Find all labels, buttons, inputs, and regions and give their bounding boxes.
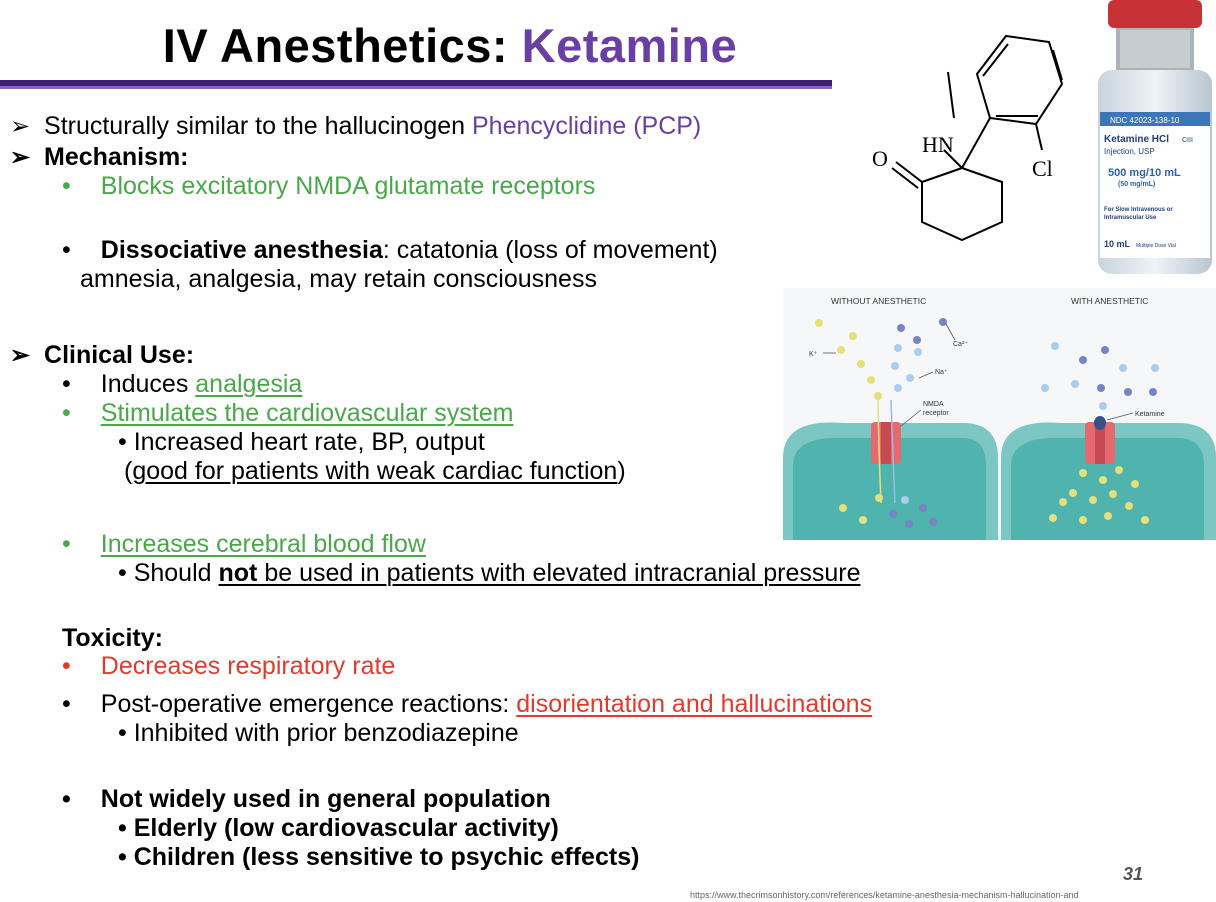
vial-dose: 500 mg/10 mL: [1108, 167, 1181, 179]
vial-concentration: (50 mg/mL): [1118, 181, 1155, 188]
k-ion-label: K⁺: [809, 351, 818, 358]
ketamine-structure-diagram: HN O Cl: [872, 34, 1064, 242]
should-not-subitem: • Should not be used in patients with el…: [118, 559, 861, 588]
vial-size: 10 mL: [1104, 239, 1131, 249]
title-accent: Ketamine: [521, 19, 738, 72]
arrow-bullet-icon: ➢: [10, 113, 31, 140]
toxicity-heading: Toxicity:: [62, 624, 163, 652]
vial-ndc: NDC 42023-138-10: [1110, 116, 1180, 125]
resp-text: Decreases respiratory rate: [100, 652, 396, 680]
clinical-label: Clinical Use:: [44, 341, 195, 369]
dissociative-bold: Dissociative anesthesia: [100, 236, 383, 264]
title-underline-bar: [0, 80, 832, 86]
vial-route1: For Slow Intravenous or: [1104, 207, 1173, 213]
mechanism-item-nmda: • Blocks excitatory NMDA glutamate recept…: [62, 172, 595, 201]
cerebral-item: • Increases cerebral blood flow: [62, 530, 426, 559]
hn-label: HN: [922, 132, 954, 157]
resp-item: • Decreases respiratory rate: [62, 652, 395, 681]
paren-close: ): [617, 457, 626, 485]
not-widely-text: Not widely used in general population: [100, 785, 551, 813]
ketamine-label: Ketamine: [1135, 411, 1165, 418]
arrow-bullet-icon: ➢: [10, 342, 31, 369]
left-neuron: [783, 422, 998, 540]
dissociative-line2: amnesia, analgesia, may retain conscious…: [80, 265, 597, 293]
dot-bullet-icon: •: [62, 399, 71, 427]
disorientation-link[interactable]: disorientation and hallucinations: [516, 690, 873, 718]
vial-injection: Injection, USP: [1104, 147, 1155, 156]
arrow-bullet-icon: ➢: [10, 144, 31, 171]
should-rest: be used in patients with elevated intrac…: [257, 559, 861, 587]
right-neuron: [1001, 416, 1216, 540]
vial-schedule: CIII: [1182, 137, 1193, 144]
nmda-label-line1: NMDA: [923, 401, 944, 408]
children-subitem: • Children (less sensitive to psychic ef…: [118, 843, 640, 871]
stimulates-link[interactable]: Stimulates the cardiovascular system: [100, 399, 514, 427]
cerebral-link[interactable]: Increases cerebral blood flow: [100, 530, 426, 558]
postop-text: Post-operative emergence reactions:: [100, 690, 517, 718]
dot-bullet-icon: •: [62, 785, 71, 813]
analgesia-link[interactable]: analgesia: [195, 370, 303, 398]
clinical-heading: ➢ Clinical Use:: [10, 341, 194, 370]
dot-bullet-icon: •: [62, 690, 71, 718]
mechanism-label: Mechanism:: [44, 143, 189, 171]
paren-open: (: [124, 457, 133, 485]
diagram-left-title: WITHOUT ANESTHETIC: [831, 296, 926, 306]
mechanism-heading: ➢ Mechanism:: [10, 143, 189, 172]
should-prefix: • Should: [118, 559, 219, 587]
nmda-text: Blocks excitatory NMDA glutamate recepto…: [100, 172, 596, 200]
dissociative-item: • Dissociative anesthesia: catatonia (los…: [62, 236, 718, 265]
elderly-subitem: • Elderly (low cardiovascular activity): [118, 814, 559, 842]
induces-text: Induces: [100, 370, 196, 398]
title-prefix: IV Anesthetics:: [162, 19, 522, 72]
good-for-text: good for patients with weak cardiac func…: [132, 457, 618, 485]
source-url[interactable]: https://www.thecrimsonhistory.com/refere…: [690, 890, 1079, 900]
good-for-subitem: (good for patients with weak cardiac fun…: [124, 457, 626, 486]
page-number: 31: [1123, 864, 1144, 884]
dot-bullet-icon: •: [62, 530, 71, 558]
vial-multidose: Multiple Dose Vial: [1136, 243, 1176, 249]
nmda-label-line2: receptor: [923, 410, 949, 417]
ca-ion-label: Ca²⁺: [953, 341, 968, 348]
nmda-receptor-diagram: WITHOUT ANESTHETIC WITH ANESTHETIC K⁺ Ca…: [783, 288, 1216, 540]
title-underline-bar-light: [0, 86, 832, 89]
structural-text: Structurally similar to the hallucinogen: [44, 112, 472, 140]
vial-name: Ketamine HCl: [1104, 134, 1169, 145]
cl-label: Cl: [1032, 156, 1053, 181]
increased-subitem: • Increased heart rate, BP, output: [118, 428, 485, 456]
o-label: O: [872, 146, 888, 171]
ketamine-vial-image: NDC 42023-138-10 Ketamine HCl CIII Injec…: [1098, 0, 1212, 274]
slide-title: IV Anesthetics: Ketamine: [0, 18, 900, 73]
dissociative-rest: : catatonia (loss of movement): [382, 236, 718, 264]
pcp-highlight: Phencyclidine (PCP): [472, 112, 702, 140]
dot-bullet-icon: •: [62, 172, 71, 200]
postop-item: • Post-operative emergence reactions: dis…: [62, 690, 872, 719]
induces-item: • Induces analgesia: [62, 370, 302, 399]
not-widely-item: • Not widely used in general population: [62, 785, 551, 814]
structural-bullet: ➢ Structurally similar to the hallucinog…: [10, 112, 701, 141]
stimulates-item: • Stimulates the cardiovascular system: [62, 399, 513, 428]
vial-route2: Intramuscular Use: [1104, 215, 1157, 221]
diagram-right-title: WITH ANESTHETIC: [1071, 296, 1148, 306]
na-ion-label: Na⁺: [935, 369, 948, 376]
dot-bullet-icon: •: [62, 236, 71, 264]
dot-bullet-icon: •: [62, 370, 71, 398]
inhibited-subitem: • Inhibited with prior benzodiazepine: [118, 719, 519, 747]
dot-bullet-icon: •: [62, 652, 71, 680]
should-not-bold: not: [218, 559, 258, 587]
